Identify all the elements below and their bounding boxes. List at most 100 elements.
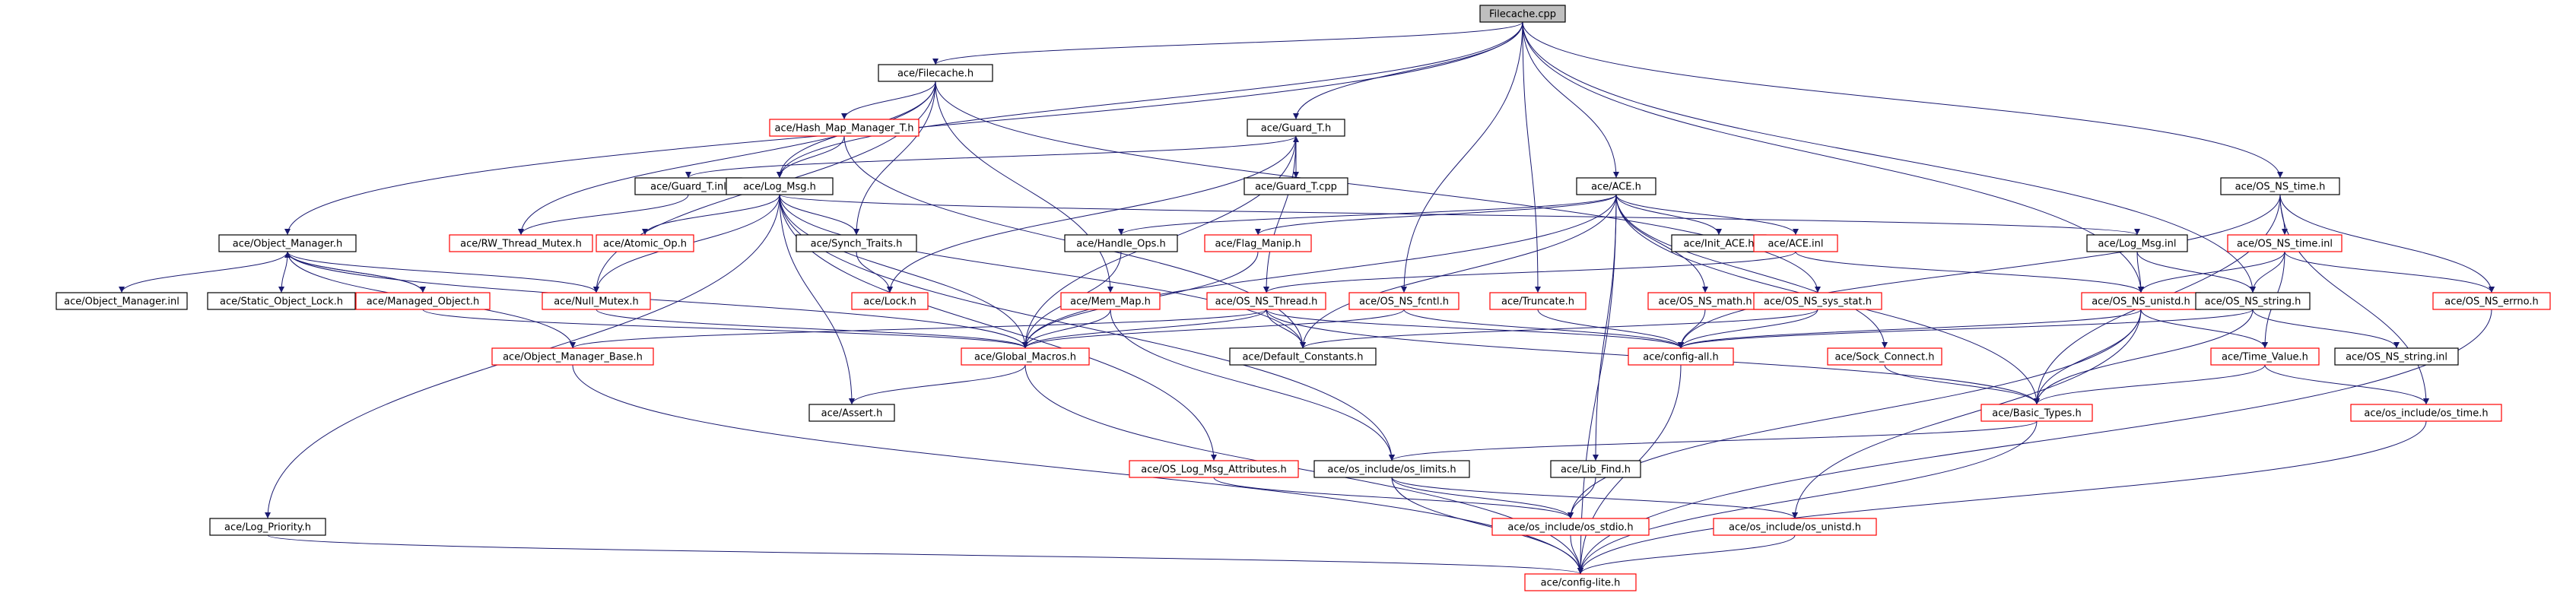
node-os-ns-fcntl[interactable]: ace/OS_NS_fcntl.h [1348,292,1460,310]
node-label: ace/Guard_T.h [1261,123,1331,135]
node-sock-connect[interactable]: ace/Sock_Connect.h [1827,347,1942,366]
node-label: ace/Null_Mutex.h [554,296,639,308]
node-os-ns-thread[interactable]: ace/OS_NS_Thread.h [1206,292,1326,310]
node-mem-map[interactable]: ace/Mem_Map.h [1060,292,1161,310]
node-os-ns-string-inl[interactable]: ace/OS_NS_string.inl [2334,347,2459,366]
node-label: ace/Log_Msg.inl [2098,239,2176,250]
node-object-manager-inl[interactable]: ace/Object_Manager.inl [56,292,188,310]
node-guard-t-cpp[interactable]: ace/Guard_T.cpp [1244,177,1348,195]
node-config-lite[interactable]: ace/config-lite.h [1524,573,1637,591]
node-label: ace/Default_Constants.h [1242,352,1363,363]
edge-filecache_cpp-to-os_ns_unistd [1522,21,2144,293]
node-box [1204,234,1312,252]
node-null-mutex[interactable]: ace/Null_Mutex.h [542,292,651,310]
node-object-manager-h[interactable]: ace/Object_Manager.h [218,234,357,252]
node-label: ace/Sock_Connect.h [1835,352,1935,363]
node-box [355,292,491,310]
node-box [1313,460,1470,478]
node-rw-thread-mutex[interactable]: ace/RW_Thread_Mutex.h [449,234,593,252]
node-filecache-h[interactable]: ace/Filecache.h [878,64,993,82]
node-time-value[interactable]: ace/Time_Value.h [2210,347,2320,366]
edge-global_macros-to-assert_h [849,364,1026,405]
node-box [2227,234,2343,252]
node-os-ns-string-h[interactable]: ace/OS_NS_string.h [2195,292,2311,310]
node-box [1064,234,1178,252]
node-box [1247,119,1345,137]
node-label: ace/OS_NS_time.h [2235,182,2326,193]
node-label: ace/Lib_Find.h [1561,464,1631,476]
node-label: ace/Time_Value.h [2222,352,2308,363]
node-ace-inl[interactable]: ace/ACE.inl [1753,234,1838,252]
node-lib-find[interactable]: ace/Lib_Find.h [1550,460,1641,478]
node-log-priority[interactable]: ace/Log_Priority.h [209,518,326,536]
node-truncate[interactable]: ace/Truncate.h [1489,292,1587,310]
node-managed-object[interactable]: ace/Managed_Object.h [355,292,491,310]
node-filecache-cpp[interactable]: Filecache.cpp [1479,5,1566,23]
edge-os_ns_unistd-to-os_include_os_unistd [1792,309,2142,519]
node-label: Filecache.cpp [1489,9,1556,21]
node-label: ace/Assert.h [821,408,883,420]
edge-time_value-to-os_include_os_time [2264,364,2429,405]
node-label: ace/Atomic_Op.h [603,239,687,250]
edge-os_ns_unistd-to-config_all [1678,309,2142,349]
node-box [1244,177,1348,195]
node-synch-traits[interactable]: ace/Synch_Traits.h [796,234,917,252]
node-os-include-os-stdio[interactable]: ace/os_include/os_stdio.h [1491,518,1650,536]
edge-os_include_os_time-to-config_lite [1577,420,2427,575]
node-label: ace/Filecache.h [897,68,974,80]
node-os-ns-math[interactable]: ace/OS_NS_math.h [1647,292,1763,310]
node-box [542,292,651,310]
edges-layer [119,21,2495,575]
edge-os_ns_string_h-to-os_ns_string_inl [2252,309,2400,349]
node-label: ace/OS_NS_unistd.h [2092,296,2190,308]
node-lock-h[interactable]: ace/Lock.h [851,292,929,310]
edge-os_ns_string_h-to-basic_types [2034,309,2254,405]
node-os-log-msg-attr[interactable]: ace/OS_Log_Msg_Attributes.h [1129,460,1299,478]
edge-os_log_msg_attr-to-os_include_os_stdio [1213,477,1574,519]
node-static-object-lock[interactable]: ace/Static_Object_Lock.h [207,292,356,310]
node-os-ns-sys-stat[interactable]: ace/OS_NS_sys_stat.h [1753,292,1882,310]
node-handle-ops[interactable]: ace/Handle_Ops.h [1064,234,1178,252]
node-object-manager-base[interactable]: ace/Object_Manager_Base.h [491,347,654,366]
node-os-ns-time-inl[interactable]: ace/OS_NS_time.inl [2227,234,2343,252]
node-guard-t-inl[interactable]: ace/Guard_T.inl [634,177,742,195]
node-box [808,404,895,422]
node-hash-map[interactable]: ace/Hash_Map_Manager_T.h [769,119,920,137]
node-box [1524,573,1637,591]
node-os-ns-unistd[interactable]: ace/OS_NS_unistd.h [2081,292,2201,310]
node-os-ns-errno[interactable]: ace/OS_NS_errno.h [2432,292,2551,310]
node-box [449,234,593,252]
node-box [961,347,1090,366]
node-os-ns-time-h[interactable]: ace/OS_NS_time.h [2220,177,2340,195]
edge-os_ns_time_inl-to-os_ns_unistd [2138,251,2285,293]
node-label: ace/OS_NS_time.inl [2237,239,2333,250]
node-os-include-os-limits[interactable]: ace/os_include/os_limits.h [1313,460,1470,478]
node-global-macros[interactable]: ace/Global_Macros.h [961,347,1090,366]
node-label: ace/os_include/os_stdio.h [1507,522,1633,534]
node-label: ace/OS_NS_fcntl.h [1359,296,1449,308]
edge-filecache_h-to-hash_map [841,81,936,120]
node-default-constants[interactable]: ace/Default_Constants.h [1229,347,1377,366]
node-assert-h[interactable]: ace/Assert.h [808,404,895,422]
node-label: ace/Static_Object_Lock.h [220,296,343,308]
node-box [1713,518,1877,536]
node-ace-h[interactable]: ace/ACE.h [1576,177,1656,195]
node-box [209,518,326,536]
node-label: ace/OS_NS_math.h [1658,296,1752,308]
node-label: ace/Truncate.h [1501,296,1574,308]
node-box [2195,292,2311,310]
node-atomic-op[interactable]: ace/Atomic_Op.h [596,234,694,252]
edge-os_ns_string_h-to-config_all [1678,309,2254,349]
node-basic-types[interactable]: ace/Basic_Types.h [1980,404,2093,422]
node-log-msg-h[interactable]: ace/Log_Msg.h [726,177,834,195]
node-init-ace[interactable]: ace/Init_ACE.h [1671,234,1767,252]
node-box [2086,234,2188,252]
node-flag-manip[interactable]: ace/Flag_Manip.h [1204,234,1312,252]
node-log-msg-inl[interactable]: ace/Log_Msg.inl [2086,234,2188,252]
node-os-include-os-unistd[interactable]: ace/os_include/os_unistd.h [1713,518,1877,536]
node-label: ace/OS_NS_Thread.h [1215,296,1318,308]
node-os-include-os-time[interactable]: ace/os_include/os_time.h [2350,404,2502,422]
node-config-all[interactable]: ace/config-all.h [1628,347,1734,366]
node-guard-t-h[interactable]: ace/Guard_T.h [1247,119,1345,137]
node-box [878,64,993,82]
